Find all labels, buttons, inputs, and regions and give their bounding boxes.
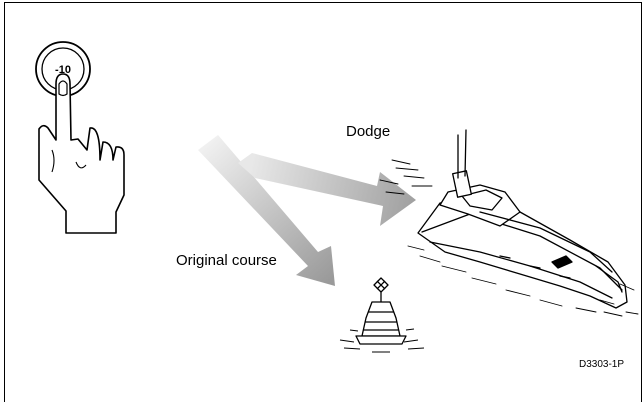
- buoy-icon: [340, 278, 424, 352]
- buoy-base: [356, 336, 406, 344]
- hand-outline: [39, 74, 124, 233]
- original-course-label: Original course: [176, 252, 277, 269]
- buoy-body: [362, 302, 400, 336]
- hand-pressing-button-icon: -10: [36, 42, 124, 233]
- dodge-label: Dodge: [346, 123, 390, 140]
- motor-yacht-icon: [418, 130, 627, 308]
- diagram-canvas: -10: [0, 0, 644, 379]
- figure-reference-code: D3303-1P: [579, 359, 624, 370]
- fingernail: [59, 81, 67, 96]
- yacht-mast: [458, 130, 466, 178]
- yacht-hull: [418, 196, 627, 308]
